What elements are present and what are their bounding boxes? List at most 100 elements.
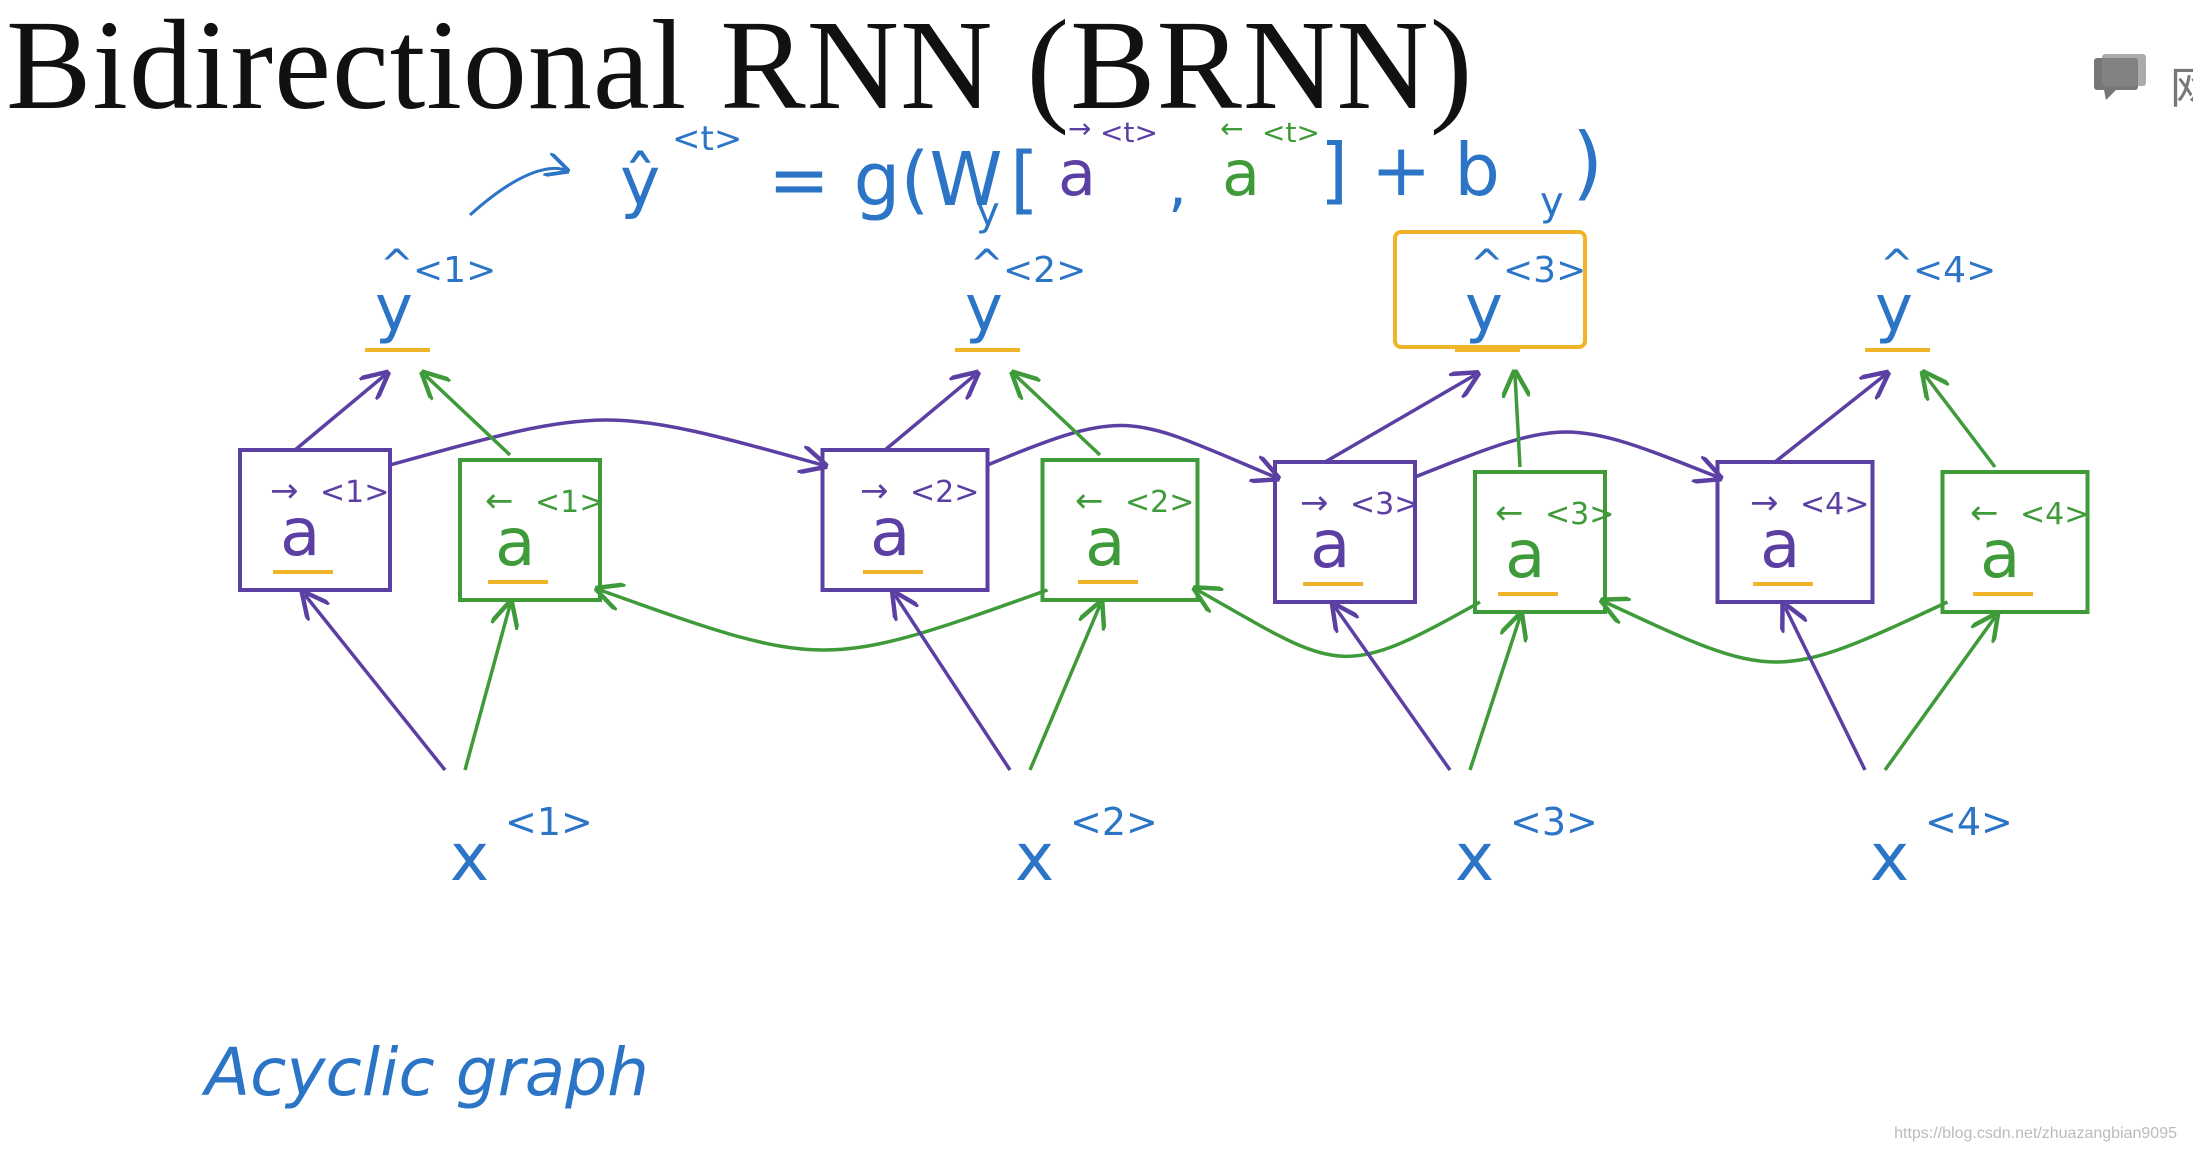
- cell-box: [458, 458, 602, 602]
- formula-rhs-prefix: = g(W: [768, 137, 1003, 223]
- cell-box: [1273, 460, 1417, 604]
- input-sup: <1>: [505, 800, 593, 844]
- direction-arrow: →: [1750, 483, 1779, 523]
- slide-title: Bidirectional RNN (BRNN): [6, 0, 1474, 136]
- cell-sup: <1>: [535, 485, 604, 520]
- forward-recurrent-link: [1414, 430, 1718, 477]
- formula-bwd-sup: <t>: [1262, 116, 1320, 149]
- formula-bias-sub: y: [1540, 179, 1564, 225]
- output-y-4: ^y<4>: [1865, 242, 1996, 352]
- backward-recurrent-link: [600, 590, 1049, 652]
- cell-sup: <2>: [910, 475, 979, 510]
- input-symbol: x: [450, 819, 489, 896]
- input-to-backward-link: [1468, 617, 1520, 771]
- input-x-4: x<4>: [1870, 800, 2013, 896]
- hat-mark: ^: [380, 242, 414, 288]
- cell-sup: <3>: [1545, 497, 1614, 532]
- formula-arrow: [468, 168, 565, 217]
- direction-arrow: →: [860, 471, 889, 511]
- input-to-forward-link: [305, 595, 447, 772]
- hat-mark: ^: [1470, 242, 1504, 288]
- formula-close: ): [1572, 116, 1603, 209]
- input-to-forward-link: [1335, 607, 1452, 772]
- backward-to-output-link: [1515, 375, 1520, 468]
- input-symbol: x: [1455, 819, 1494, 896]
- cell-box: [1040, 458, 1200, 602]
- cell-box: [1473, 470, 1607, 614]
- cell-sup: <2>: [1125, 485, 1194, 520]
- direction-arrow: →: [270, 471, 299, 511]
- forward-cell-3: → <3>a: [1273, 460, 1419, 604]
- cell-symbol: a: [495, 504, 535, 581]
- cell-symbol: a: [1980, 516, 2020, 593]
- direction-arrow: ←: [1075, 481, 1104, 521]
- formula-lhs-sup: <t>: [672, 119, 742, 159]
- backward-to-output-link: [1925, 375, 1997, 469]
- input-x-1: x <1>: [450, 800, 593, 896]
- output-symbol: y: [375, 272, 413, 346]
- direction-arrow: ←: [1495, 493, 1524, 533]
- output-sup: <2>: [1003, 250, 1086, 291]
- cell-sup: <1>: [320, 475, 389, 510]
- direction-arrow: →: [1300, 483, 1329, 523]
- forward-to-output-link: [1773, 375, 1885, 464]
- cell-box: [1940, 470, 2090, 614]
- acyclic-note: Acyclic graph: [201, 1034, 649, 1111]
- backward-recurrent-link: [1605, 602, 1949, 664]
- formula-fwd-sup: <t>: [1100, 116, 1158, 149]
- output-y-3: ^y<3>: [1393, 230, 1587, 352]
- forward-to-output-link: [1324, 375, 1475, 464]
- formula-fwd-arrow: →: [1068, 112, 1091, 145]
- formula-fwd-term: a: [1058, 137, 1096, 210]
- input-to-forward-link: [895, 595, 1012, 771]
- output-sup: <4>: [1913, 250, 1996, 291]
- input-to-backward-link: [463, 605, 510, 771]
- formula-comma: ,: [1168, 150, 1187, 220]
- cell-symbol: a: [1505, 516, 1545, 593]
- chat-icon[interactable]: [2090, 50, 2150, 114]
- input-x-2: x<2>: [1015, 800, 1158, 896]
- cell-symbol: a: [1760, 506, 1800, 583]
- nodes: ^y<1>^y<2>^y<3>^y<4>→<1>a→<2>a→<3>a→<4>a…: [238, 230, 2090, 896]
- cell-symbol: a: [870, 494, 910, 571]
- formula-bwd-arrow: ←: [1220, 112, 1243, 145]
- connections: [293, 375, 1997, 772]
- cell-sup: <4>: [1800, 487, 1869, 522]
- output-sup: <1>: [413, 250, 496, 291]
- forward-recurrent-link: [986, 423, 1276, 477]
- backward-cell-3: ← <3>a: [1473, 470, 1614, 614]
- backward-recurrent-link: [1198, 590, 1481, 659]
- direction-arrow: ←: [485, 481, 514, 521]
- forward-cell-2: → <2>a: [820, 448, 990, 592]
- input-sup: <3>: [1510, 800, 1598, 844]
- forward-cell-4: → <4>a: [1715, 460, 1875, 604]
- output-symbol: y: [965, 272, 1003, 346]
- output-symbol: y: [1875, 272, 1913, 346]
- forward-to-output-link: [293, 375, 385, 452]
- cell-symbol: a: [280, 494, 320, 571]
- input-symbol: x: [1015, 819, 1054, 896]
- cell-symbol: a: [1085, 504, 1125, 581]
- forward-recurrent-link: [389, 418, 823, 465]
- input-to-backward-link: [1883, 617, 1995, 772]
- backward-to-output-link: [1015, 375, 1102, 457]
- backward-to-output-link: [425, 375, 512, 457]
- cell-box: [238, 448, 392, 592]
- hat-mark: ^: [1880, 242, 1914, 288]
- formula-rhs-sub: y: [976, 189, 1000, 235]
- output-y-2: ^y<2>: [955, 242, 1086, 352]
- input-symbol: x: [1870, 819, 1909, 896]
- cell-sup: <4>: [2020, 497, 2089, 532]
- cell-symbol: a: [1310, 506, 1350, 583]
- backward-cell-2: ← <2>a: [1040, 458, 1200, 602]
- output-sup: <3>: [1503, 250, 1586, 291]
- cell-box: [820, 448, 990, 592]
- cell-sup: <3>: [1350, 487, 1419, 522]
- backward-cell-1: ← <1>a: [458, 458, 604, 602]
- direction-arrow: ←: [1970, 493, 1999, 533]
- forward-cell-1: → <1>a: [238, 448, 392, 592]
- formula-open-bracket: [: [1010, 137, 1039, 223]
- output-y-1: ^y<1>: [365, 242, 496, 352]
- hat-mark: ^: [970, 242, 1004, 288]
